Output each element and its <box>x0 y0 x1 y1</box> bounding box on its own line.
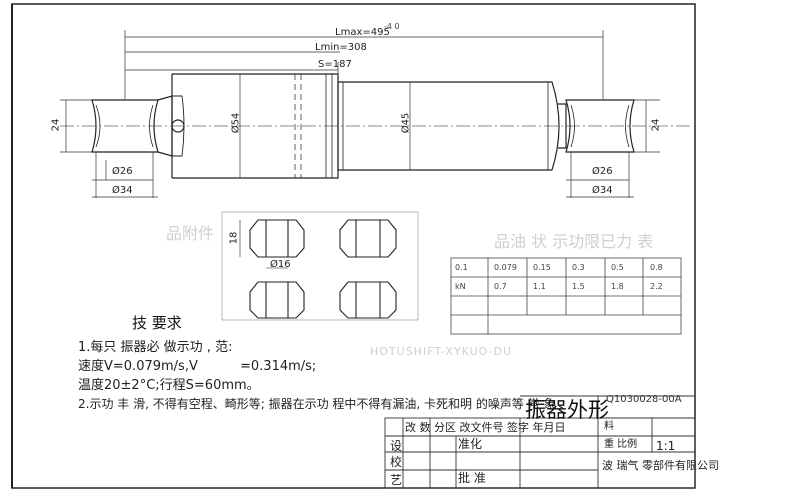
bushing-views <box>221 211 419 321</box>
standardize-label: 准化 <box>458 437 483 451</box>
right-neck <box>558 103 567 149</box>
bleed-fitting <box>171 119 185 133</box>
title-block-grid <box>384 395 696 489</box>
dim-body-diameter: Ø54 <box>230 112 242 134</box>
approve-label: 批 准 <box>458 471 486 485</box>
bushing-3 <box>249 281 305 319</box>
spec-cell-r0-c0: 0.1 <box>455 263 468 272</box>
dim-lmin: Lmin=308 <box>315 42 367 53</box>
spec-table-grid <box>450 257 682 335</box>
dim-stroke: S=187 <box>318 59 352 70</box>
tech-req-line3: 温度20±2°C;行程S=60mm。 <box>78 378 260 393</box>
process-label: 艺 <box>390 473 403 487</box>
drawing-number: Q1030028-00A <box>606 394 682 405</box>
spec-cell-r1-c5: 2.2 <box>650 282 663 291</box>
tech-req-title: 技 要求 <box>132 314 182 332</box>
tech-req-line2a: 速度V=0.079m/s,V <box>78 359 198 374</box>
dim-bushing-height: 18 <box>228 231 240 245</box>
spec-cell-r1-c0: kN <box>455 282 466 291</box>
bushing-2 <box>339 219 397 258</box>
spec-cell-r0-c3: 0.3 <box>572 263 585 272</box>
dim-lmax: Lmax=495 <box>335 27 390 38</box>
watermark-left: 品附件 <box>166 224 215 243</box>
bushing-frame <box>221 211 419 321</box>
spec-cell-r1-c4: 1.8 <box>611 282 624 291</box>
spec-cell-r1-c1: 0.7 <box>494 282 507 291</box>
spec-cell-r0-c4: 0.5 <box>611 263 624 272</box>
weight-scale-label: 重 比例 <box>604 439 638 450</box>
dim-right-height: 24 <box>650 118 662 132</box>
dim-bushing-diameter: Ø16 <box>270 259 291 270</box>
dim-right-eye-outer: Ø34 <box>592 185 613 196</box>
material-label: 料 <box>604 421 614 432</box>
dim-rod-diameter: Ø45 <box>400 112 412 134</box>
dim-left-height: 24 <box>50 118 62 132</box>
dim-left-eye-inner: Ø26 <box>112 166 133 177</box>
shock-absorber-side-view <box>60 73 690 179</box>
tech-req-line2b: =0.314m/s; <box>240 359 317 374</box>
drawing-title: 振器外形 <box>525 398 609 422</box>
spec-cell-r1-c3: 1.5 <box>572 282 585 291</box>
check-label: 校 <box>390 455 403 469</box>
spec-cell-r0-c2: 0.15 <box>533 263 551 272</box>
bushing-4 <box>339 281 397 319</box>
dimension-lines <box>60 30 660 198</box>
company-name: 波 瑞气 零部件有限公司 <box>602 459 719 472</box>
watermark-right: 品油 状 示功限已力 表 <box>494 232 654 251</box>
spec-cell-r0-c1: 0.079 <box>494 263 517 272</box>
revision-header: 改 数 分区 改文件号 签字 年月日 <box>405 421 566 434</box>
tech-req-line4: 2.示功 丰 滑, 不得有空程、畸形等; 振器在示功 程中不得有漏油, 卡死和明… <box>78 397 556 411</box>
watermark-center: HOTUSHIFT-XYKUO-DU <box>370 345 513 358</box>
dim-left-eye-outer: Ø34 <box>112 185 133 196</box>
bushing-1 <box>249 219 305 258</box>
spec-cell-r1-c2: 1.1 <box>533 282 546 291</box>
spec-cell-r0-c5: 0.8 <box>650 263 663 272</box>
scale-value: 1:1 <box>656 439 676 453</box>
dim-right-eye-inner: Ø26 <box>592 166 613 177</box>
design-label: 设 <box>390 439 403 453</box>
outer-tube <box>337 81 560 171</box>
tech-req-line1: 1.每只 振器必 做示功 , 范: <box>78 340 233 355</box>
dim-lmax-tolerance: -4 0 <box>384 22 400 31</box>
